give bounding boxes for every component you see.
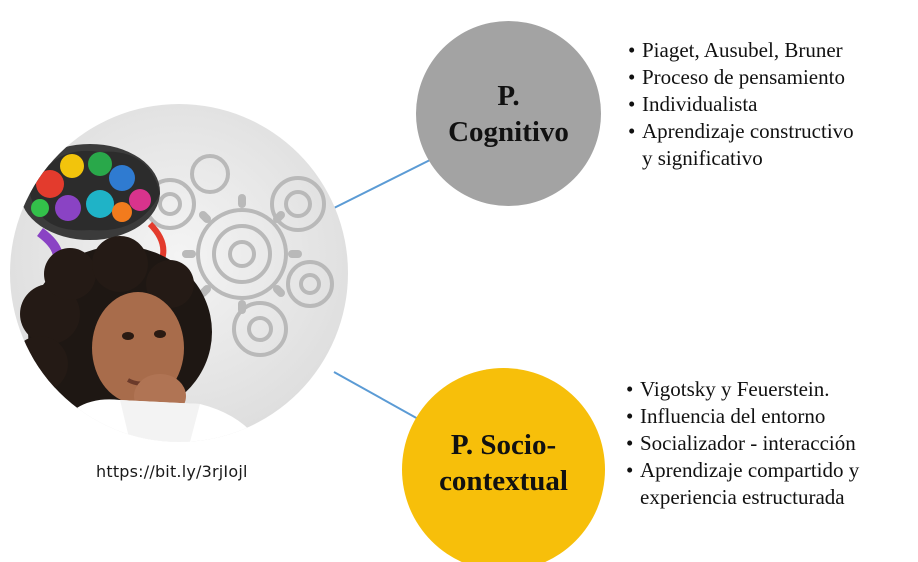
list-item: • Proceso de pensamiento (628, 64, 854, 91)
image-source-link[interactable]: https://bit.ly/3rjIojl (96, 462, 248, 481)
list-item-text-continued: y significativo (642, 146, 763, 170)
list-item: • Aprendizaje compartido y experiencia e… (626, 457, 859, 511)
node-cognitivo-label: P. Cognitivo (448, 78, 569, 150)
list-item-text: Individualista (642, 92, 758, 116)
bullet-marker: • (628, 38, 636, 62)
bullet-marker: • (628, 65, 636, 89)
list-item-text: Socializador - interacción (640, 431, 856, 455)
list-item-text: Vigotsky y Feuerstein. (640, 377, 830, 401)
list-item-text-continued: experiencia estructurada (640, 485, 845, 509)
list-item: • Individualista (628, 91, 854, 118)
bullet-marker: • (628, 119, 636, 143)
list-item-text: Aprendizaje constructivo (642, 119, 854, 143)
list-item-text: Aprendizaje compartido y (640, 458, 860, 482)
node-cognitivo-line2: Cognitivo (448, 115, 569, 148)
list-item: • Aprendizaje constructivo y significati… (628, 118, 854, 172)
bullet-marker: • (626, 404, 634, 428)
node-sociocontextual: P. Socio- contextual (402, 368, 605, 562)
bullet-marker: • (626, 431, 634, 455)
bullet-marker: • (626, 377, 634, 401)
list-item: • Piaget, Ausubel, Bruner (628, 37, 854, 64)
list-item-text: Influencia del entorno (640, 404, 826, 428)
node-sociocontextual-label: P. Socio- contextual (439, 427, 568, 499)
list-item: • Influencia del entorno (626, 403, 859, 430)
node-cognitivo-line1: P. (497, 79, 520, 112)
cognitivo-bullet-list: • Piaget, Ausubel, Bruner • Proceso de p… (628, 37, 854, 172)
bullet-marker: • (626, 458, 634, 482)
list-item: • Vigotsky y Feuerstein. (626, 376, 859, 403)
list-item: • Socializador - interacción (626, 430, 859, 457)
list-item-text: Proceso de pensamiento (642, 65, 845, 89)
node-sociocontextual-line1: P. Socio- (450, 428, 557, 461)
connector-line-cognitivo (333, 159, 431, 209)
thinking-woman-with-gears-illustration-icon (10, 104, 348, 442)
thinking-woman-photo (10, 104, 348, 442)
node-sociocontextual-line2: contextual (439, 464, 568, 497)
node-cognitivo: P. Cognitivo (416, 21, 601, 206)
connector-line-socio (333, 371, 421, 421)
sociocontextual-bullet-list: • Vigotsky y Feuerstein. • Influencia de… (626, 376, 859, 511)
list-item-text: Piaget, Ausubel, Bruner (642, 38, 843, 62)
bullet-marker: • (628, 92, 636, 116)
